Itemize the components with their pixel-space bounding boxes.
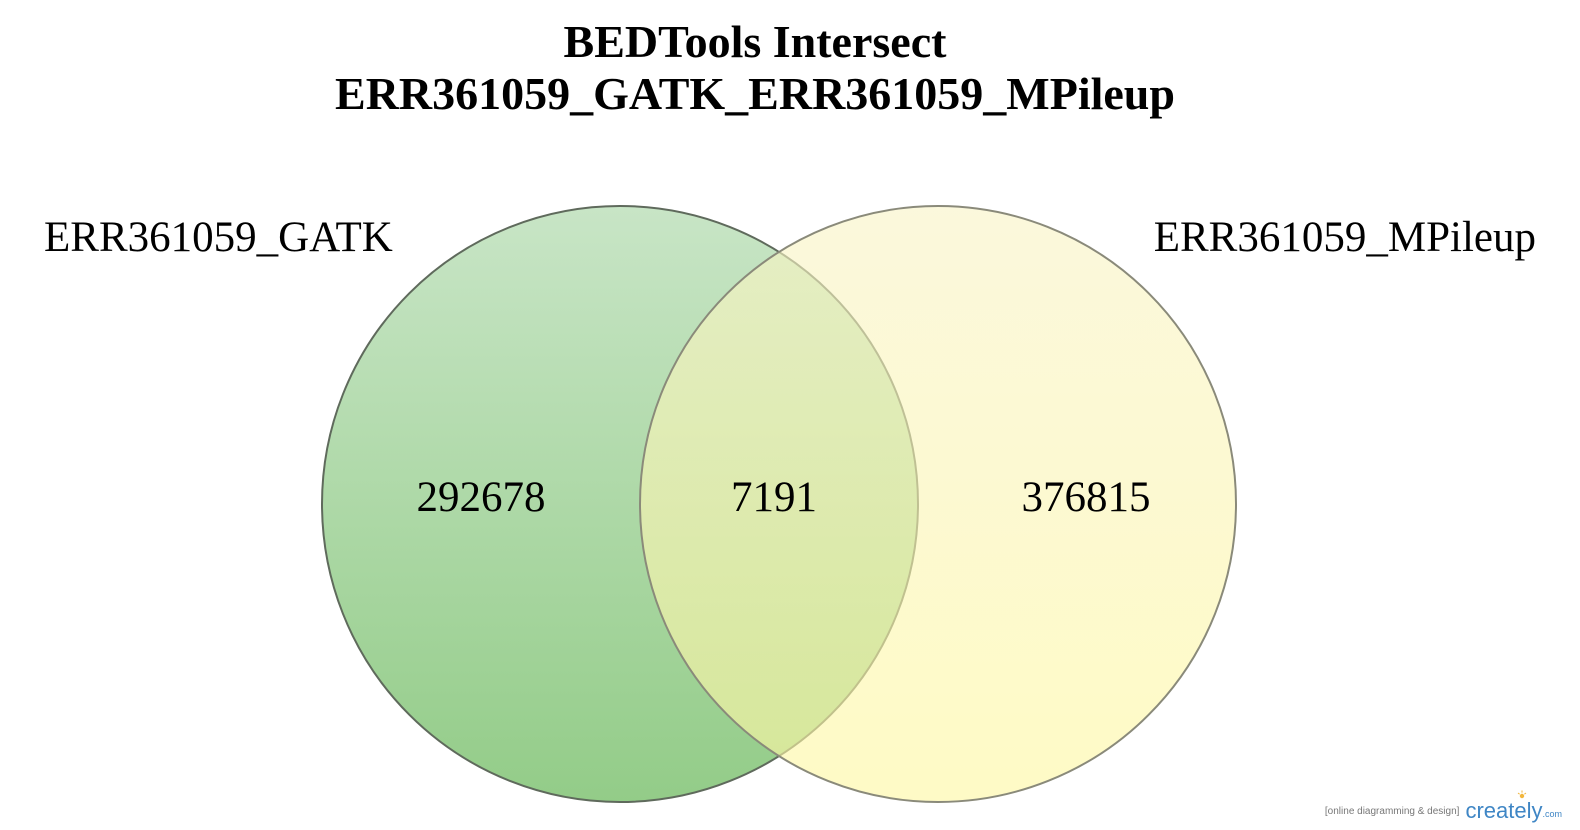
set-label-mpileup: ERR361059_MPileup	[1153, 214, 1536, 261]
sun-icon	[1518, 790, 1527, 799]
watermark-suffix: .com	[1542, 809, 1562, 819]
watermark-logo: creately	[1465, 790, 1543, 823]
watermark-logo-text: creately	[1465, 798, 1543, 823]
diagram-title-line-2: ERR361059_GATK_ERR361059_MPileup	[335, 68, 1175, 119]
count-gatk-only: 292678	[417, 474, 546, 521]
creately-watermark: [online diagramming & design] creately .…	[1324, 790, 1562, 823]
set-label-gatk: ERR361059_GATK	[44, 214, 393, 261]
count-mpileup-only: 376815	[1022, 474, 1151, 521]
watermark-tagline: [online diagramming & design]	[1324, 806, 1460, 817]
set-circle-mpileup	[639, 205, 1237, 803]
diagram-title-line-1: BEDTools Intersect	[563, 16, 947, 67]
count-intersection: 7191	[731, 474, 817, 521]
